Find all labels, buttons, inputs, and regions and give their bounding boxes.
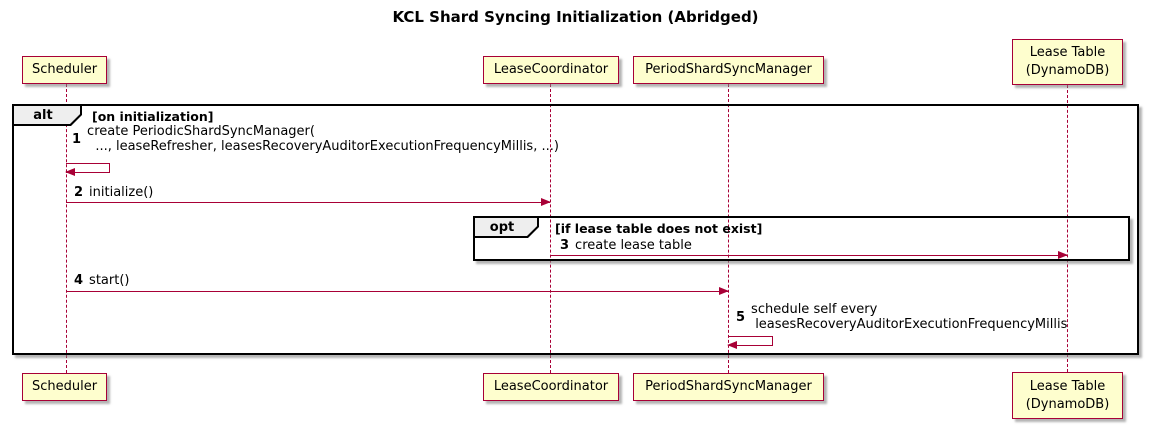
- participant-scheduler-top: Scheduler: [22, 56, 107, 84]
- diagram-title: KCL Shard Syncing Initialization (Abridg…: [392, 8, 759, 26]
- opt-frame-guard: [if lease table does not exist]: [555, 220, 763, 236]
- lifeline-leasetable: [1067, 85, 1068, 372]
- alt-frame: alt [on initialization]: [12, 104, 1139, 355]
- alt-frame-guard: [on initialization]: [92, 108, 214, 124]
- opt-frame-label: opt: [475, 218, 539, 238]
- participant-leasecoordinator-bottom: LeaseCoordinator: [483, 373, 619, 401]
- message-2-arrowhead: [541, 198, 551, 206]
- message-1-text: create PeriodicShardSyncManager( ..., le…: [87, 124, 559, 154]
- message-3-arrowhead: [1058, 251, 1068, 259]
- message-3-text: create lease table: [575, 238, 692, 253]
- participant-leasetable-top: Lease Table (DynamoDB): [1012, 39, 1123, 85]
- message-2-number: 2: [74, 185, 84, 200]
- participant-leasetable-bottom: Lease Table (DynamoDB): [1012, 372, 1123, 419]
- message-2-text: initialize(): [89, 185, 154, 200]
- message-2-arrow: [66, 198, 551, 206]
- message-1-self-arrow: [65, 163, 110, 176]
- lifeline-periodshardsyncmanager: [728, 84, 729, 373]
- message-4-number: 4: [74, 273, 84, 288]
- message-4-label: 4 start(): [74, 273, 129, 288]
- message-1-number: 1: [72, 131, 82, 147]
- message-4-arrow: [66, 287, 729, 295]
- message-1-arrowhead: [65, 168, 75, 176]
- message-5-number: 5: [736, 309, 746, 325]
- message-2-label: 2 initialize(): [74, 185, 153, 200]
- message-1-label: 1 create PeriodicShardSyncManager( ..., …: [72, 124, 559, 154]
- message-5-self-arrow: [727, 336, 773, 349]
- message-4-text: start(): [89, 273, 130, 288]
- message-3-label: 3 create lease table: [560, 238, 692, 253]
- message-5-text: schedule self every leasesRecoveryAudito…: [751, 302, 1068, 332]
- participant-periodshardsyncmanager-bottom: PeriodShardSyncManager: [633, 373, 824, 401]
- alt-frame-label: alt: [14, 106, 82, 126]
- alt-frame-keyword: alt: [14, 106, 80, 124]
- opt-frame-keyword: opt: [475, 218, 537, 236]
- message-3-arrow: [550, 251, 1068, 259]
- participant-leasecoordinator-top: LeaseCoordinator: [483, 56, 619, 84]
- message-5-arrowhead: [727, 341, 737, 349]
- message-3-number: 3: [560, 238, 570, 253]
- lifeline-leasecoordinator: [550, 84, 551, 373]
- message-5-label: 5 schedule self every leasesRecoveryAudi…: [736, 302, 1067, 332]
- participant-scheduler-bottom: Scheduler: [22, 373, 107, 401]
- lifeline-scheduler: [66, 84, 67, 373]
- participant-periodshardsyncmanager-top: PeriodShardSyncManager: [633, 56, 824, 84]
- message-4-arrowhead: [719, 287, 729, 295]
- opt-frame: opt [if lease table does not exist]: [473, 216, 1130, 261]
